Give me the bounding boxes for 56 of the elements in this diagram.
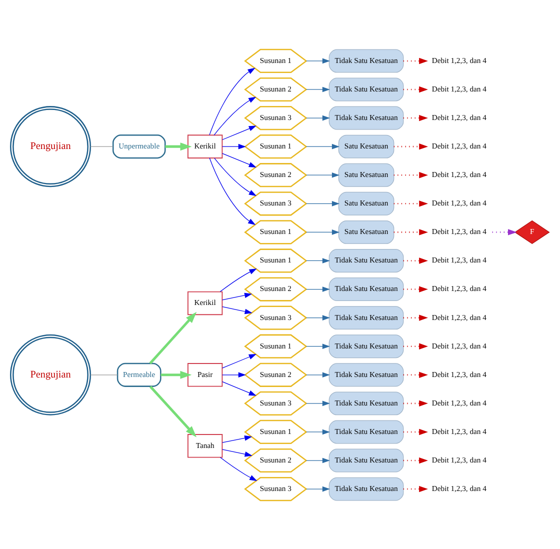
arrow — [403, 485, 428, 492]
arrow — [306, 457, 330, 463]
arrow — [149, 385, 197, 437]
arrow — [306, 172, 340, 178]
arrow — [165, 142, 192, 150]
arrow — [306, 372, 330, 378]
arrow — [222, 434, 252, 442]
arrow — [222, 353, 257, 368]
arrow — [222, 143, 246, 149]
arrow — [394, 142, 428, 150]
arrow — [209, 157, 256, 225]
arrow — [306, 114, 330, 120]
arrow — [403, 314, 428, 320]
arrow — [394, 200, 428, 206]
arrow — [403, 400, 428, 406]
arrow — [160, 370, 192, 378]
arrow — [222, 292, 252, 300]
arrow — [306, 58, 330, 64]
arrow — [403, 456, 428, 464]
arrow — [306, 343, 330, 349]
arrow — [214, 157, 257, 196]
arrow — [403, 342, 428, 349]
arrow — [403, 286, 428, 292]
arrow — [306, 200, 340, 206]
arrow — [403, 114, 428, 121]
arrow — [222, 125, 257, 140]
connector — [90, 374, 118, 375]
arrow — [394, 228, 428, 235]
arrow — [214, 96, 256, 135]
arrow — [306, 428, 330, 434]
arrow — [306, 143, 340, 149]
arrow — [306, 286, 330, 292]
arrow — [403, 86, 428, 92]
arrow — [220, 268, 257, 292]
arrow — [222, 152, 257, 167]
arrow — [492, 228, 517, 235]
arrow — [403, 428, 428, 435]
arrow — [222, 448, 252, 456]
arrow — [149, 311, 197, 364]
arrow — [306, 400, 330, 406]
arrow — [220, 456, 258, 481]
arrow — [403, 57, 428, 64]
arrow — [306, 486, 330, 492]
node-circle: Pengujian — [10, 106, 92, 187]
arrow — [306, 314, 330, 320]
arrow — [403, 257, 428, 264]
node-circle: Pengujian — [10, 334, 92, 415]
arrow — [403, 371, 428, 378]
arrow — [222, 380, 257, 396]
arrow — [306, 258, 330, 263]
arrow — [209, 67, 256, 135]
arrow — [306, 86, 330, 92]
arrow — [222, 306, 252, 314]
arrow — [394, 172, 428, 178]
arrow — [222, 372, 246, 378]
arrow — [306, 229, 340, 234]
